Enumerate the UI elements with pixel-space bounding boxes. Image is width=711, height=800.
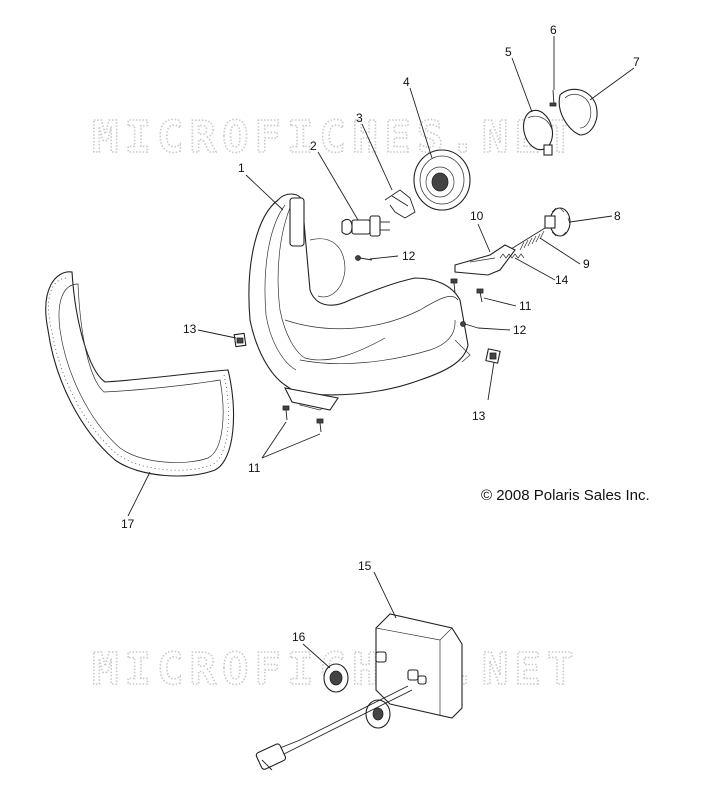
callout-11-right: 11 [519, 299, 532, 313]
callout-11-bottom: 11 [248, 461, 261, 475]
clip-13-right [485, 348, 501, 364]
callout-2: 2 [310, 139, 317, 153]
callout-12-right: 12 [513, 323, 527, 337]
screw-11-right [476, 288, 484, 303]
grommet-16 [323, 663, 391, 729]
screw-11-center [450, 278, 458, 294]
callout-8: 8 [614, 209, 621, 223]
screw-12-top [355, 255, 373, 261]
callout-12-top: 12 [402, 249, 416, 263]
bulb-2 [341, 215, 390, 237]
lamp-gasket-7 [558, 88, 598, 136]
screw-6 [549, 89, 557, 107]
callout-15: 15 [358, 559, 372, 573]
callout-17: 17 [121, 517, 135, 531]
gasket-17 [45, 271, 235, 477]
clip-13-left [233, 332, 247, 348]
copyright-notice: © 2008 Polaris Sales Inc. [481, 487, 650, 504]
lamp-lens-5 [522, 109, 554, 156]
dust-cover-4 [413, 149, 471, 211]
headlight-housing-1 [248, 193, 471, 411]
callout-9: 9 [583, 257, 590, 271]
callout-16: 16 [292, 630, 306, 644]
screw-12-right [460, 321, 479, 329]
adjuster-knob-8 [544, 207, 571, 237]
screw-11-left-b [316, 418, 324, 433]
callout-3: 3 [356, 111, 363, 125]
leader-lines [127, 36, 635, 669]
callout-5: 5 [505, 45, 512, 59]
callout-4: 4 [403, 75, 410, 89]
watermark-top: MICROFICHES.NET [92, 112, 579, 163]
callout-13-left: 13 [183, 322, 197, 336]
callout-13-right: 13 [472, 409, 486, 423]
spring-14 [499, 253, 525, 259]
callout-1: 1 [238, 161, 245, 175]
callout-10: 10 [470, 209, 484, 223]
callout-7: 7 [633, 55, 640, 69]
screw-11-left-a [282, 405, 290, 421]
callout-14: 14 [555, 273, 569, 287]
retaining-clip-3 [384, 189, 416, 219]
ballast-15 [375, 613, 463, 719]
bracket-10 [454, 244, 516, 276]
wiring-harness [255, 685, 413, 771]
callout-6: 6 [550, 23, 557, 37]
